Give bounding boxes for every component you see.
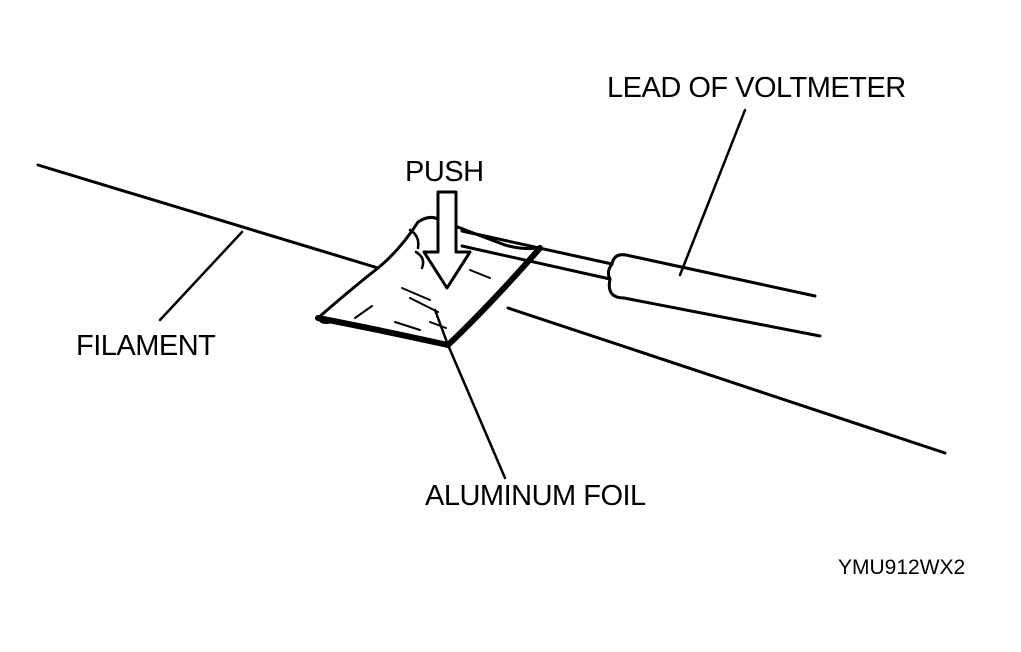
foil-leader-line xyxy=(446,343,507,480)
filament-leader-line xyxy=(158,230,244,322)
aluminum-foil xyxy=(315,215,543,348)
figure-code: YMU912WX2 xyxy=(838,556,966,579)
lead-label: LEAD OF VOLTMETER xyxy=(607,72,906,104)
filament-label: FILAMENT xyxy=(76,330,216,362)
push-label: PUSH xyxy=(405,156,484,188)
lead-leader-line xyxy=(678,108,747,277)
aluminum-foil-label: ALUMINUM FOIL xyxy=(425,480,646,512)
filament-wire-right xyxy=(506,306,947,455)
filament-wire-left xyxy=(36,163,380,270)
push-arrow xyxy=(422,190,472,290)
